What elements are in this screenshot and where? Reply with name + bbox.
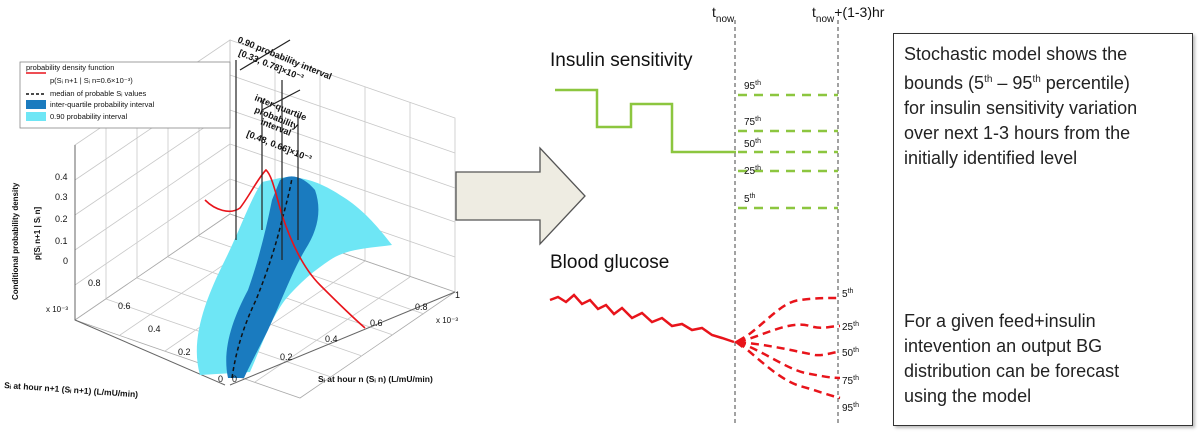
- insulin-p50-label: 50th: [744, 138, 761, 150]
- y-axis-label: Sᵢ at hour n+1 (Sᵢ n+1) (L/mU/min): [4, 380, 139, 399]
- x-tick-0: 0: [232, 374, 237, 384]
- blood-glucose-title: Blood glucose: [550, 252, 669, 273]
- insulin-explanation: Stochastic model shows the bounds (5th –…: [904, 44, 1138, 168]
- iqr-interval-region: [226, 176, 319, 378]
- insulin-p25-label: 25th: [744, 165, 761, 177]
- y-axis-scale: x 10⁻³: [46, 305, 68, 314]
- legend-p90-label: 0.90 probability interval: [50, 112, 127, 121]
- y-tick-2: 0.4: [148, 324, 161, 334]
- legend-pdf-formula: p(Sᵢ n+1 | Sᵢ n=0.6×10⁻³): [50, 76, 133, 85]
- z-axis-sublabel: p[Sᵢ n+1 | Sᵢ n]: [33, 206, 42, 260]
- pdf-curve: [204, 168, 366, 329]
- z-tick-3: 0.1: [55, 236, 68, 246]
- interval-bracket-lines: [235, 39, 301, 260]
- glucose-p25-label: 25th: [842, 321, 859, 333]
- insulin-p75-label: 75th: [744, 116, 761, 128]
- median-line: [231, 177, 293, 379]
- glucose-p5-label: 5th: [842, 288, 854, 300]
- legend-median-label: median of probable Sᵢ values: [50, 89, 146, 98]
- glucose-p75-label: 75th: [842, 375, 859, 387]
- y-tick-4: 0.8: [88, 278, 101, 288]
- glucose-p95-label: 95th: [842, 402, 859, 414]
- glucose-forecast-lines: [737, 296, 841, 400]
- z-tick-4: 0: [63, 256, 68, 266]
- blood-glucose-trace: [549, 293, 735, 344]
- t-future-label: tnow+(1-3)hr: [812, 4, 885, 25]
- flow-arrow-icon: [455, 146, 586, 246]
- z-tick-1: 0.3: [55, 192, 68, 202]
- legend-box: [19, 61, 231, 129]
- y-tick-1: 0.2: [178, 347, 191, 357]
- glucose-explanation: For a given feed+insulin intevention an …: [904, 311, 1120, 406]
- glucose-p50-label: 50th: [842, 347, 859, 359]
- x-axis-scale: x 10⁻³: [436, 316, 458, 325]
- z-axis-label: Conditional probability density: [11, 182, 20, 300]
- legend-iqr-swatch: [26, 100, 46, 109]
- y-tick-3: 0.6: [118, 301, 131, 311]
- x-tick-1: 0.2: [280, 352, 293, 362]
- legend-pdf-label: probability density function: [26, 63, 114, 72]
- x-tick-4: 0.8: [415, 302, 428, 312]
- x-axis-label: Sᵢ at hour n (Sᵢ n) (L/mU/min): [318, 374, 433, 384]
- legend-iqr-label: inter-quartile probability interval: [50, 100, 155, 109]
- x-tick-5: 1: [455, 290, 460, 300]
- insulin-p5-label: 5th: [744, 193, 756, 205]
- legend-p90-swatch: [26, 112, 46, 121]
- z-tick-0: 0.4: [55, 172, 68, 182]
- insulin-p95-label: 95th: [744, 80, 761, 92]
- insulin-percentile-lines: [738, 93, 838, 210]
- insulin-sensitivity-trace: [555, 88, 736, 154]
- x-tick-2: 0.4: [325, 334, 338, 344]
- x-tick-3: 0.6: [370, 318, 383, 328]
- y-tick-0: 0: [218, 374, 223, 384]
- z-tick-2: 0.2: [55, 214, 68, 224]
- explanation-box: Stochastic model shows the bounds (5th –…: [893, 33, 1193, 426]
- t-now-label: tnow: [712, 4, 735, 25]
- insulin-sensitivity-title: Insulin sensitivity: [550, 50, 693, 71]
